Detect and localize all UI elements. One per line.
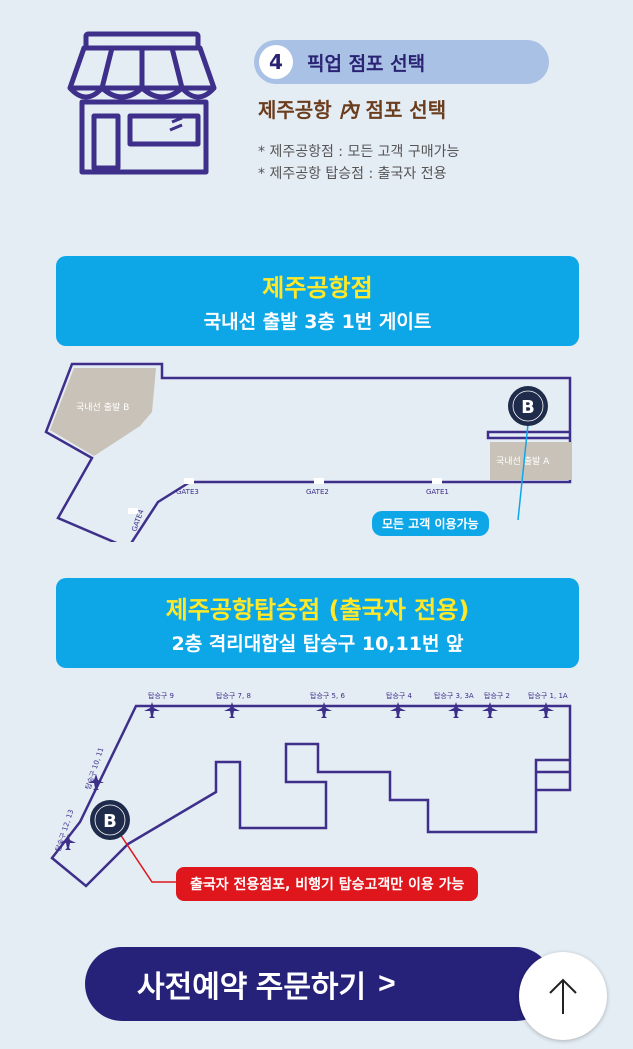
store-icon [67,31,217,175]
map1-gate1: GATE1 [426,488,449,496]
map1-area-b-label: 국내선 출발 B [76,402,129,413]
step-pill: 4 픽업 점포 선택 [254,40,549,84]
map1-outline [44,362,572,542]
map2-gate4: 탑승구 4 [386,692,413,700]
arrow-up-icon [549,978,577,1014]
preorder-button-label: 사전예약 주문하기 [137,971,367,1004]
airplane-icons [60,702,554,850]
note-boarding-store: * 제주공항 탑승점 : 출국자 전용 [258,166,447,182]
step-number: 4 [259,45,293,79]
store1-logo-letter: B [521,397,535,418]
airplane-icon [144,702,160,718]
store2-map: 탑승구 9 탑승구 7, 8 탑승구 5, 6 탑승구 4 탑승구 3, 3A … [50,692,572,888]
airplane-icon [60,834,76,850]
store2-title: 제주공항탑승점 (출국자 전용) [165,596,470,624]
note-airport-store: * 제주공항점 : 모든 고객 구매가능 [258,144,460,160]
scroll-top-button[interactable] [519,952,607,1040]
map2-callout: 출국자 전용점포, 비행기 탑승고객만 이용 가능 [176,867,479,901]
map1-area-a-label: 국내선 출발 A [496,456,550,467]
chevron-right-icon: > [378,967,396,1000]
map2-gate2: 탑승구 2 [484,692,510,700]
airplane-icon [390,702,406,718]
map1-gate2: GATE2 [306,488,329,496]
store1-banner: 제주공항점 국내선 출발 3층 1번 게이트 [56,256,579,346]
store2-banner: 제주공항탑승점 (출국자 전용) 2층 격리대합실 탑승구 10,11번 앞 [56,578,579,668]
map2-gate56: 탑승구 5, 6 [310,692,345,700]
map1-area-b [50,368,156,456]
subtitle-emph: 內 [338,98,359,122]
map2-outline [50,704,572,888]
map2-gate9: 탑승구 9 [148,692,174,700]
map1-callout: 모든 고객 이용가능 [372,511,489,536]
store1-title: 제주공항점 [262,274,373,302]
map2-gate33a: 탑승구 3, 3A [434,692,474,700]
subtitle-pre: 제주공항 [258,98,339,122]
preorder-button[interactable]: 사전예약 주문하기 > [85,947,553,1021]
map2-gate78: 탑승구 7, 8 [216,692,251,700]
airplane-icon [448,702,464,718]
airplane-icon [88,774,104,790]
store2-location: 2층 격리대합실 탑승구 10,11번 앞 [171,633,464,655]
map1-gate3: GATE3 [176,488,199,496]
airplane-icon [482,702,498,718]
store2-logo: B [90,800,130,840]
store-subtitle: 제주공항 內 점포 선택 [258,94,446,123]
map1-callout-line [517,423,529,521]
airplane-icon [538,702,554,718]
map2-gate11a: 탑승구 1, 1A [528,692,568,700]
store1-logo: B [508,386,548,426]
airplane-icon [316,702,332,718]
store1-map: 국내선 출발 B 국내선 출발 A GATE3 GATE2 GATE1 GATE… [44,362,572,542]
map2-callout-line [119,833,176,883]
airplane-icon [224,702,240,718]
map1-area-a [490,442,572,480]
store1-location: 국내선 출발 3층 1번 게이트 [203,311,432,333]
store2-logo-letter: B [103,811,117,832]
subtitle-post: 점포 선택 [358,98,447,122]
step-label: 픽업 점포 선택 [307,52,426,75]
